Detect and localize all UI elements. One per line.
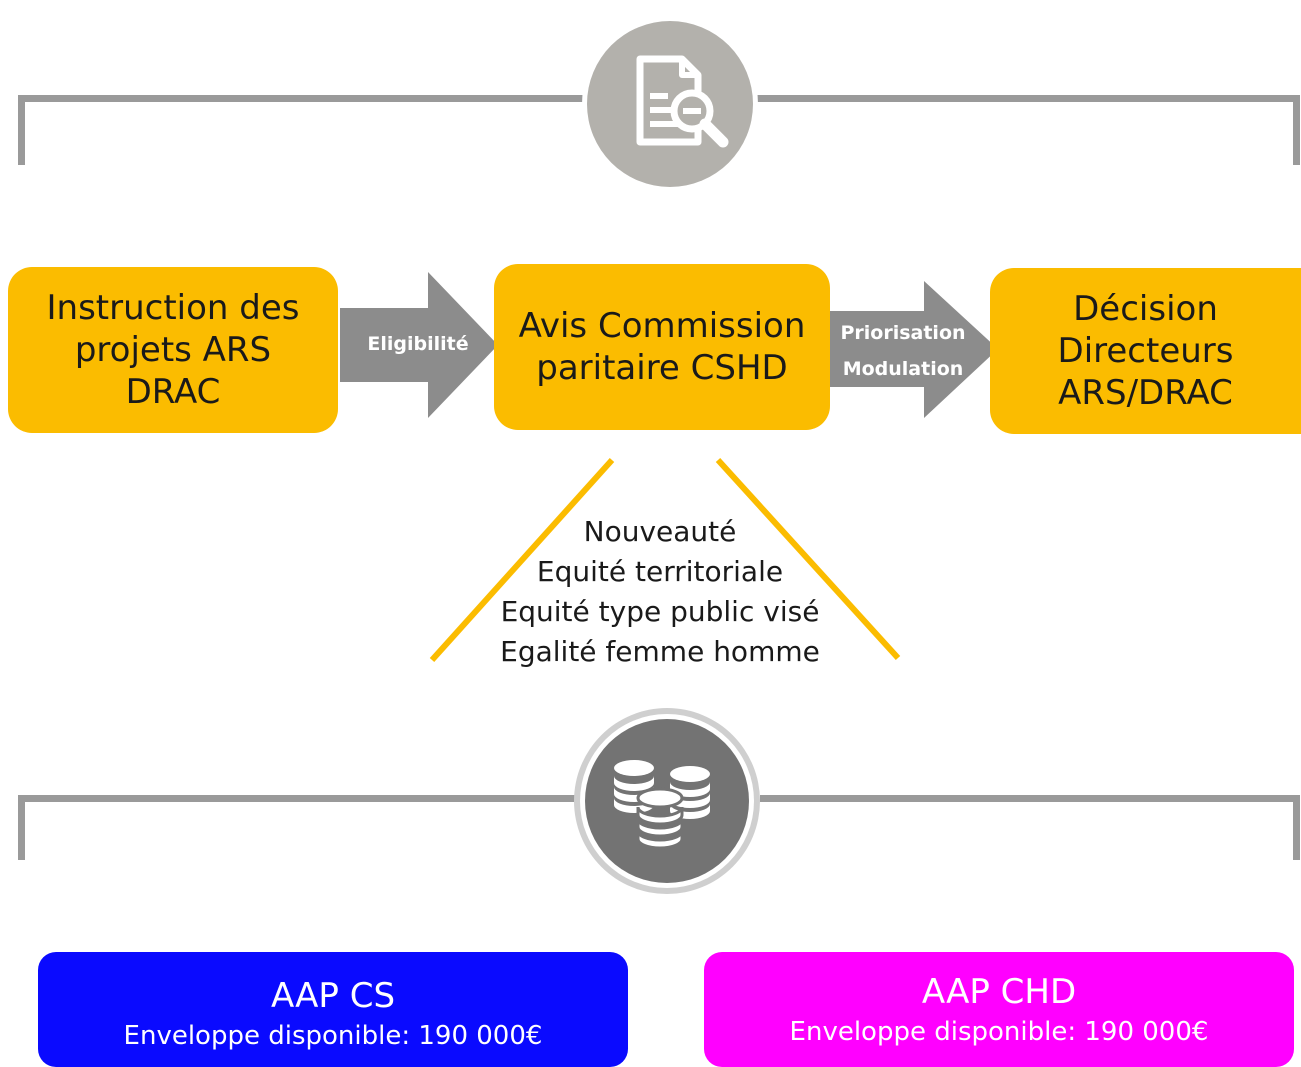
coins-icon bbox=[572, 706, 762, 896]
criteria-item: Equité territoriale bbox=[536, 555, 784, 588]
criteria-item: Egalité femme homme bbox=[500, 635, 820, 668]
document-search-icon bbox=[580, 14, 760, 194]
eligibility-arrow-label: Eligibilité bbox=[367, 333, 469, 355]
step-commission-label: Avis Commission paritaire CSHD bbox=[518, 306, 806, 388]
aap-cs-box: AAP CS Enveloppe disponible: 190 000€ bbox=[38, 952, 628, 1067]
aap-chd-box: AAP CHD Enveloppe disponible: 190 000€ bbox=[704, 952, 1294, 1067]
eligibility-arrow bbox=[340, 272, 498, 418]
prioritization-arrow-label: Priorisation Modulation bbox=[840, 322, 966, 380]
prioritization-arrow bbox=[828, 281, 998, 418]
step-decision-label: Décision Directeurs ARS/DRAC bbox=[1057, 289, 1234, 413]
criteria-item: Equité type public visé bbox=[500, 595, 820, 628]
criteria-item: Nouveauté bbox=[583, 515, 737, 548]
step-instruction-box: Instruction des projets ARS DRAC bbox=[8, 267, 338, 433]
aap-cs-title: AAP CS bbox=[270, 976, 396, 1016]
step-commission-box: Avis Commission paritaire CSHD bbox=[494, 264, 830, 430]
aap-chd-title: AAP CHD bbox=[921, 972, 1077, 1012]
step-instruction-label: Instruction des projets ARS DRAC bbox=[46, 288, 300, 412]
aap-cs-amount: Enveloppe disponible: 190 000€ bbox=[123, 1021, 543, 1051]
step-decision-box: Décision Directeurs ARS/DRAC bbox=[990, 268, 1301, 434]
aap-chd-amount: Enveloppe disponible: 190 000€ bbox=[789, 1017, 1209, 1047]
criteria-list: Nouveauté Equité territoriale Equité typ… bbox=[460, 512, 860, 672]
